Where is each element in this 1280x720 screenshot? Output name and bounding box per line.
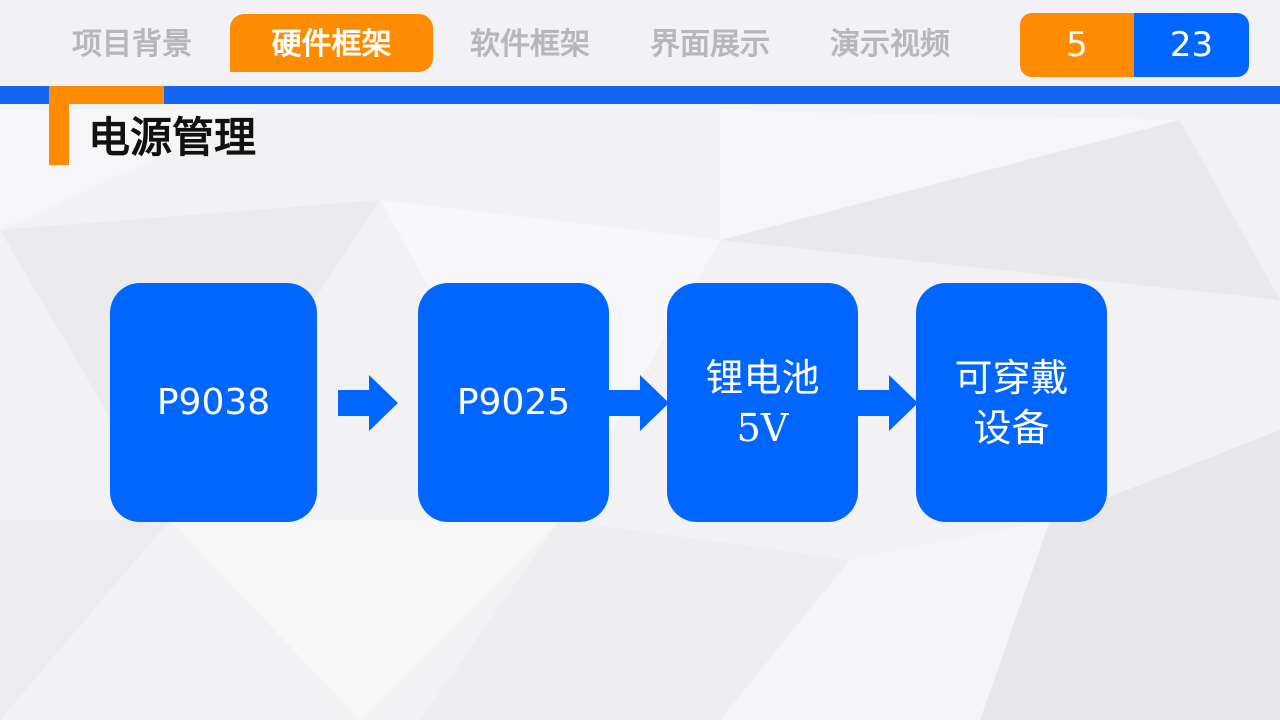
right-arrow-icon [609, 375, 669, 431]
flow-node-label: 锂电池 5V [705, 355, 820, 450]
header-orange-accent [49, 86, 164, 104]
nav-tab-project-background[interactable]: 项目背景 [72, 27, 192, 62]
flow-node-label: P9038 [156, 381, 271, 423]
nav-tab-interface-display[interactable]: 界面展示 [650, 27, 770, 62]
right-arrow-icon [338, 375, 398, 431]
nav-tab-software-framework[interactable]: 软件框架 [470, 27, 590, 62]
nav-tab-demo-video[interactable]: 演示视频 [830, 27, 950, 62]
flow-node-lithium-battery: 锂电池 5V [667, 283, 858, 522]
flow-node-p9038: P9038 [110, 283, 317, 522]
section-title: 电源管理 [88, 113, 257, 162]
header-divider-bar [0, 86, 1280, 104]
flow-node-p9025: P9025 [418, 283, 609, 522]
flow-node-label: P9025 [456, 381, 571, 423]
nav-tab-hardware-framework[interactable]: 硬件框架 [230, 14, 433, 72]
right-arrow-icon [858, 375, 918, 431]
page-total-number: 23 [1134, 13, 1249, 77]
flow-node-label: 可穿戴 设备 [954, 355, 1069, 450]
flow-node-wearable-device: 可穿戴 设备 [916, 283, 1107, 522]
page-current-number: 5 [1020, 13, 1134, 77]
title-orange-marker [49, 86, 69, 165]
